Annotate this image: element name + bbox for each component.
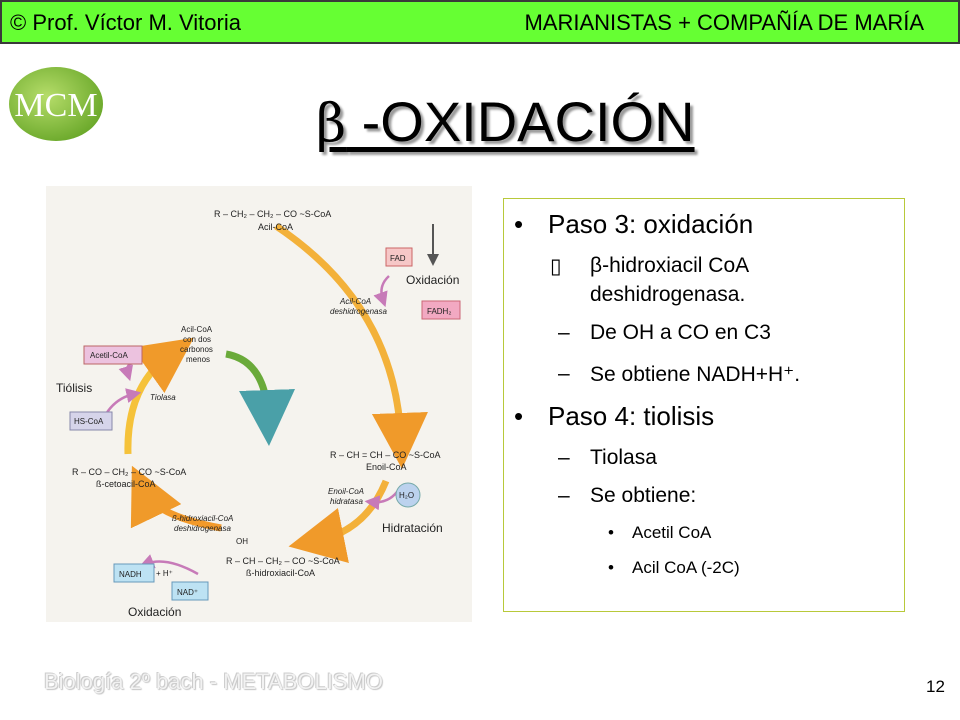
nad-label: NAD⁺ (177, 588, 198, 597)
paso4-sub1: Tiolasa (590, 446, 657, 469)
paso3-sub1-a: β-hidroxiacil CoA (590, 254, 750, 277)
dash-marker: – (558, 446, 570, 469)
oxidacion-top-label: Oxidación (406, 273, 459, 287)
paso3-heading: Paso 3: oxidación (548, 209, 754, 239)
school-label: MARIANISTAS + COMPAÑÍA DE MARÍA (524, 10, 924, 35)
acil-deshidrogenasa-1: Acil-CoA (339, 297, 371, 306)
dash-marker: – (558, 484, 570, 507)
bullet-dot: • (514, 209, 524, 239)
paso3-sub2: De OH a CO en C3 (590, 321, 771, 344)
acil-coa-formula: R – CH₂ – CH₂ – CO ~S-CoA (214, 209, 331, 219)
small-bullet: • (608, 523, 614, 542)
dash-marker: – (558, 362, 570, 385)
fad-label: FAD (390, 254, 406, 263)
acetil-coa-box (83, 345, 143, 365)
enoil-hidratasa-1: Enoil-CoA (328, 487, 364, 496)
title-beta: β (316, 94, 347, 154)
diagram-svg: R – CH₂ – CH₂ – CO ~S-CoA Acil-CoA FAD O… (56, 209, 461, 619)
hs-coa-box (69, 411, 113, 431)
bullet-dot: • (514, 401, 524, 431)
header-bar: © Prof. Víctor M. Vitoria MARIANISTAS + … (0, 0, 960, 44)
paso3-sub3: Se obtiene NADH+H⁺. (590, 363, 801, 386)
mcm-logo: MCM (9, 67, 103, 141)
page-title: β -OXIDACIÓN (316, 84, 726, 162)
center-label-4: menos (186, 355, 210, 364)
fadh2-label: FADH₂ (427, 307, 451, 316)
arrow-hscoa (104, 388, 142, 415)
hidratacion-label: Hidratación (382, 521, 443, 535)
enoil-coa-label: Enoil-CoA (366, 462, 407, 472)
hidroxiacil-coa-label: ß-hidroxiacil-CoA (246, 568, 315, 578)
center-label-2: con dos (183, 335, 211, 344)
tiolasa-label: Tiolasa (150, 393, 176, 402)
acil-coa-label: Acil-CoA (258, 222, 293, 232)
logo-text: MCM (14, 87, 97, 124)
arrow-fad (373, 275, 390, 308)
acetil-coa-label: Acetil-CoA (90, 351, 128, 360)
center-label-1: Acil-CoA (181, 325, 213, 334)
paso4-sub4: Acil CoA (-2C) (632, 558, 740, 577)
tiolisis-label: Tiólisis (56, 381, 92, 395)
small-bullet: • (608, 558, 614, 577)
paso4-sub2: Se obtiene: (590, 484, 697, 507)
arrow-acil-to-enoil (274, 223, 428, 469)
nadh-box (113, 563, 155, 583)
arrow-nad (139, 554, 199, 576)
fad-box (385, 247, 413, 267)
h2o-label: H₂O (399, 491, 414, 500)
fadh2-box (421, 300, 461, 320)
author-label: © Prof. Víctor M. Vitoria (10, 10, 241, 35)
dash-marker: – (558, 321, 570, 344)
cetoacil-formula: R – CO – CH₂ – CO ~S-CoA (72, 467, 186, 477)
enoil-hidratasa-2: hidratasa (330, 497, 363, 506)
hidroxiacil-formula: R – CH – CH₂ – CO ~S-CoA (226, 556, 340, 566)
nadh-label: NADH (119, 570, 142, 579)
acil-deshidrogenasa-2: deshidrogenasa (330, 307, 387, 316)
arrow-center-loop (225, 350, 295, 446)
hs-coa-label: HS-CoA (74, 417, 104, 426)
nad-box (171, 581, 209, 601)
content-box: • Paso 3: oxidación ▯ β-hidroxiacil CoA … (503, 198, 905, 612)
h2o-circle (395, 482, 421, 508)
paso4-sub3: Acetil CoA (632, 523, 712, 542)
cetoacil-coa-label: ß-cetoacil-CoA (96, 479, 156, 489)
missing-glyph-icon: ▯ (550, 254, 562, 278)
page-number: 12 (926, 677, 945, 696)
hidroxi-deshidrogenasa-1: ß-hidroxiacil-CoA (172, 514, 233, 523)
beta-oxidation-diagram: R – CH₂ – CH₂ – CO ~S-CoA Acil-CoA FAD O… (46, 186, 472, 622)
title-text: -OXIDACIÓN (346, 90, 695, 153)
arrow-hidroxi-to-ceto (130, 465, 222, 532)
plus-h-label: + H⁺ (156, 569, 173, 578)
arrow-enoil-to-hidroxi (288, 479, 390, 563)
paso4-heading: Paso 4: tiolisis (548, 401, 715, 431)
footer-text: Biología 2º bach - METABOLISMO (44, 669, 383, 694)
oxidacion-bottom-label: Oxidación (128, 605, 181, 619)
hidroxi-deshidrogenasa-2: deshidrogenasa (174, 524, 231, 533)
arrow-ceto-to-center (124, 337, 194, 455)
paso3-sub1-b: deshidrogenasa. (590, 283, 746, 306)
center-label-3: carbonos (180, 345, 213, 354)
enoil-formula: R – CH = CH – CO ~S-CoA (330, 450, 441, 460)
oh-label: OH (236, 537, 248, 546)
